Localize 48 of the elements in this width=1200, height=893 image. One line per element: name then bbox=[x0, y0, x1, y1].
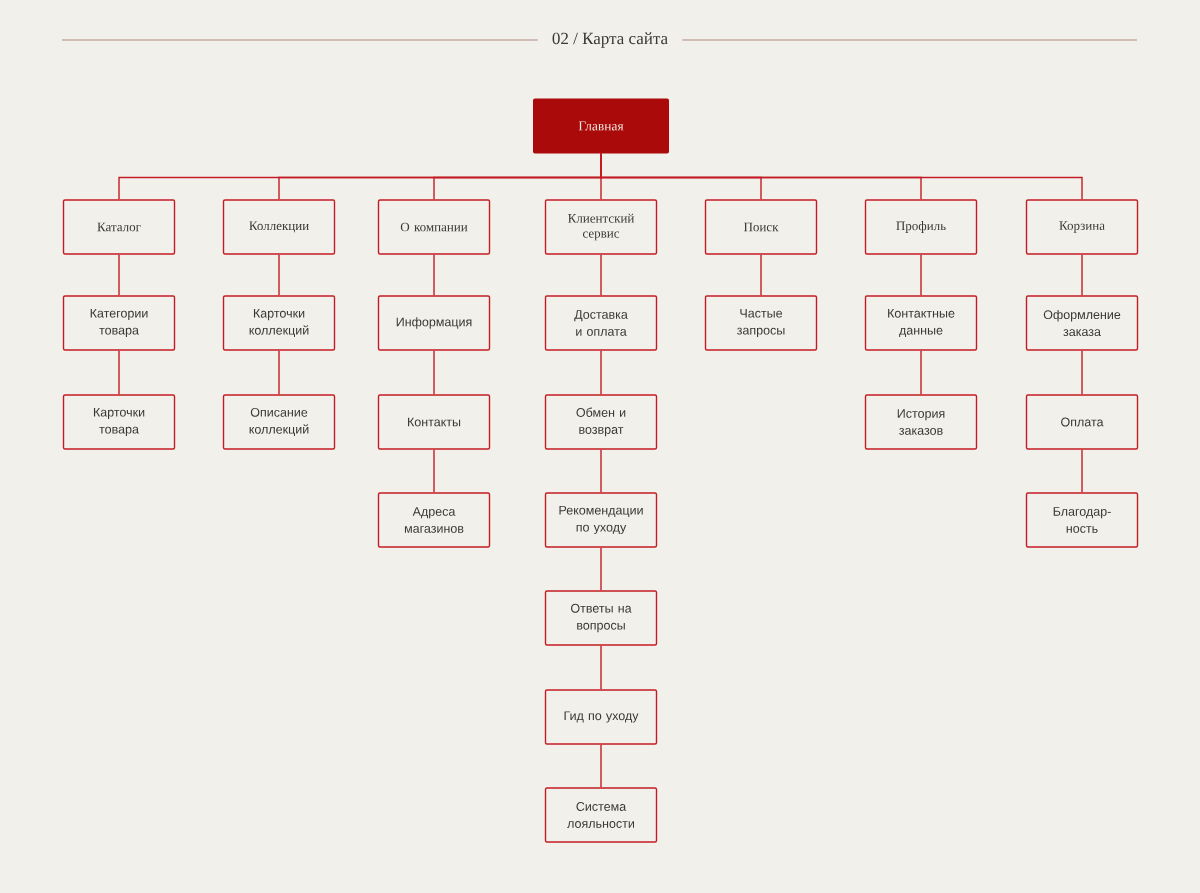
connector-line bbox=[600, 152, 1083, 200]
page-box: Информация bbox=[377, 295, 491, 351]
page-box: Оформление заказа bbox=[1025, 295, 1139, 351]
connector-line bbox=[278, 350, 280, 395]
connector-line bbox=[600, 547, 602, 591]
page-box: Описание коллекций bbox=[222, 394, 336, 450]
connector-line bbox=[433, 254, 435, 296]
page-box: Контакты bbox=[377, 394, 491, 450]
page-box: История заказов bbox=[864, 394, 978, 450]
page-box: Карточки товара bbox=[62, 394, 176, 450]
connector-line bbox=[600, 350, 602, 395]
connector-line bbox=[600, 254, 602, 296]
page-box: Поиск bbox=[704, 199, 818, 255]
page-box: Ответы на вопросы bbox=[544, 590, 658, 646]
root-box: Главная bbox=[533, 98, 669, 154]
page-box: Система лояльности bbox=[544, 787, 658, 843]
page-box: Частые запросы bbox=[704, 295, 818, 351]
page-box: Корзина bbox=[1025, 199, 1139, 255]
connector-line bbox=[118, 350, 120, 395]
connector-line bbox=[278, 254, 280, 296]
connector-line bbox=[1081, 449, 1083, 493]
connector-line bbox=[600, 449, 602, 493]
page-box: Профиль bbox=[864, 199, 978, 255]
connector-line bbox=[600, 645, 602, 690]
page-box: Обмен и возврат bbox=[544, 394, 658, 450]
page-box: Категории товара bbox=[62, 295, 176, 351]
connector-line bbox=[433, 350, 435, 395]
page-box: Контактные данные bbox=[864, 295, 978, 351]
connector-line bbox=[920, 254, 922, 296]
connector-line bbox=[920, 350, 922, 395]
connector-line bbox=[760, 254, 762, 296]
page-box: О компании bbox=[377, 199, 491, 255]
page-box: Доставка и оплата bbox=[544, 295, 658, 351]
connector-line bbox=[1081, 350, 1083, 395]
title: 02 / Карта сайта bbox=[552, 32, 668, 48]
page-box: Адреса магазинов bbox=[377, 492, 491, 548]
page-box: Каталог bbox=[62, 199, 176, 255]
page-box: Оплата bbox=[1025, 394, 1139, 450]
connector-line bbox=[433, 449, 435, 493]
connector-line bbox=[600, 744, 602, 788]
page-box: Коллекции bbox=[222, 199, 336, 255]
page-box: Карточки коллекций bbox=[222, 295, 336, 351]
connector-line bbox=[1081, 254, 1083, 296]
page-box: Клиентский сервис bbox=[544, 199, 658, 255]
page-box: Благодар- ность bbox=[1025, 492, 1139, 548]
page-box: Рекомендации по уходу bbox=[544, 492, 658, 548]
page-box: Гид по уходу bbox=[544, 689, 658, 745]
connector-line bbox=[118, 254, 120, 296]
